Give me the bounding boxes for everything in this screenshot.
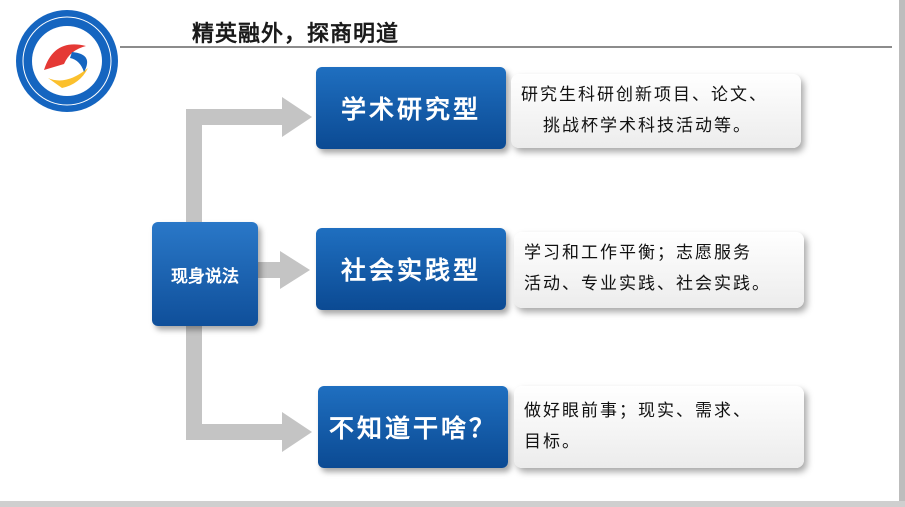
desc-line: 活动、专业实践、社会实践。 [524,274,771,294]
desc-line: 目标。 [524,432,581,452]
type-box-practice: 社会实践型 [316,228,506,310]
bottom-arrow-shaft [186,424,286,440]
desc-box-academic: 研究生科研创新项目、论文、 挑战杯学术科技活动等。 [511,74,801,148]
type-box-unsure: 不知道干啥？ [318,386,508,468]
desc-line: 学习和工作平衡；志愿服务 [524,243,752,263]
frame-bottom-edge [0,501,905,507]
desc-line: 做好眼前事；现实、需求、 [524,401,752,421]
middle-arrow-shaft [258,262,284,278]
bottom-arrow-head [282,412,312,452]
type-box-academic: 学术研究型 [316,67,506,149]
center-node: 现身说法 [152,222,258,326]
top-arrow-shaft [186,109,286,125]
desc-box-practice: 学习和工作平衡；志愿服务 活动、专业实践、社会实践。 [514,232,804,308]
middle-arrow-head [280,251,310,289]
desc-line: 挑战杯学术科技活动等。 [543,116,752,136]
school-logo [16,10,118,112]
page-title: 精英融外，探商明道 [192,22,400,47]
title-underline [120,46,892,48]
top-arrow-head [282,97,312,137]
desc-box-unsure: 做好眼前事；现实、需求、 目标。 [514,386,804,468]
frame-right-edge [899,0,905,507]
desc-line: 研究生科研创新项目、论文、 [521,85,768,105]
